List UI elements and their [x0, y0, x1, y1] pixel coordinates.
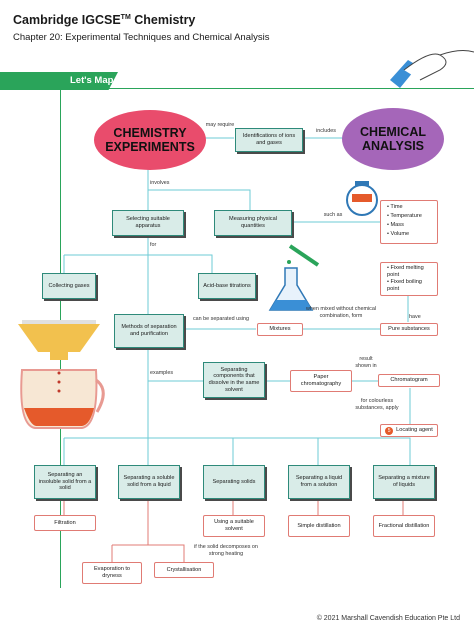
list-item: • Temperature — [387, 212, 422, 219]
stopwatch-illustration — [346, 181, 378, 216]
box-paper-chromatography: Paper chromatography — [290, 370, 352, 392]
label-includes: includes — [316, 128, 336, 134]
list-physical-quantities: • Time • Temperature • Mass • Volume — [380, 200, 438, 244]
number-badge-icon: 5 — [385, 426, 394, 435]
box-using-suitable-solvent: Using a suitable solvent — [203, 515, 265, 537]
locating-agent-label: Locating agent — [396, 427, 433, 434]
copyright-footer: © 2021 Marshall Cavendish Education Pte … — [316, 615, 460, 622]
box-acid-base-titrations: Acid-base titrations — [198, 273, 256, 299]
box-separating-soluble: Separating a soluble solid from a liquid — [118, 465, 180, 499]
label-have: have — [409, 314, 421, 320]
coffee-filter-illustration — [18, 320, 105, 429]
box-collecting-gases: Collecting gases — [42, 273, 96, 299]
box-chromatogram: Chromatogram — [378, 374, 440, 387]
list-item: • Volume — [387, 230, 410, 237]
label-when-mixed: when mixed without chemical combination,… — [305, 306, 377, 319]
box-separating-mixture-liquids: Separating a mixture of liquids — [373, 465, 435, 499]
list-item: • Time — [387, 204, 403, 210]
box-separating-insoluble: Separating an insoluble solid from a sol… — [34, 465, 96, 499]
chemical-analysis-oval: CHEMICAL ANALYSIS — [342, 108, 444, 170]
box-fractional-distillation: Fractional distillation — [373, 515, 435, 537]
label-involves: involves — [150, 180, 170, 186]
label-result-shown: result shown in — [355, 356, 377, 369]
label-if-decomposes: if the solid decomposes on strong heatin… — [194, 544, 258, 557]
box-selecting-apparatus: Selecting suitable apparatus — [112, 210, 184, 236]
label-for-colourless: for colourless substances, apply — [355, 398, 399, 411]
page-title: Cambridge IGCSETM Chemistry — [13, 13, 196, 27]
lets-map-it-banner: Let's Map It — [0, 72, 118, 90]
flask-illustration — [268, 244, 320, 311]
box-separating-dissolve: Separating components that dissolve in t… — [203, 362, 265, 398]
box-methods-separation: Methods of separation and purification — [114, 314, 184, 348]
box-identifications: Identifications of ions and gases — [235, 128, 303, 152]
box-separating-liquid-solution: Separating a liquid from a solution — [288, 465, 350, 499]
chapter-subtitle: Chapter 20: Experimental Techniques and … — [13, 32, 270, 43]
box-crystallisation: Crystallisation — [154, 562, 214, 578]
box-evaporation-dryness: Evaporation to dryness — [82, 562, 142, 584]
hand-test-tube-illustration — [390, 50, 474, 88]
box-pure-substances: Pure substances — [380, 323, 438, 336]
list-item: • Fixed boiling point — [387, 278, 422, 292]
label-may-require: may require — [205, 122, 235, 128]
box-mixtures: Mixtures — [257, 323, 303, 336]
chemistry-experiments-oval: CHEMISTRY EXPERIMENTS — [94, 110, 206, 170]
list-pure-properties: • Fixed melting point • Fixed boiling po… — [380, 262, 438, 296]
list-item: • Mass — [387, 221, 404, 228]
box-separating-solids: Separating solids — [203, 465, 265, 499]
label-examples: examples — [150, 370, 174, 376]
label-such-as: such as — [323, 212, 343, 218]
label-can-be-separated: can be separated using — [192, 316, 250, 322]
box-simple-distillation: Simple distillation — [288, 515, 350, 537]
label-for: for — [150, 242, 157, 248]
list-item: • Fixed melting point — [387, 265, 424, 278]
box-measuring-quantities: Measuring physical quantities — [214, 210, 292, 236]
box-filtration: Filtration — [34, 515, 96, 531]
